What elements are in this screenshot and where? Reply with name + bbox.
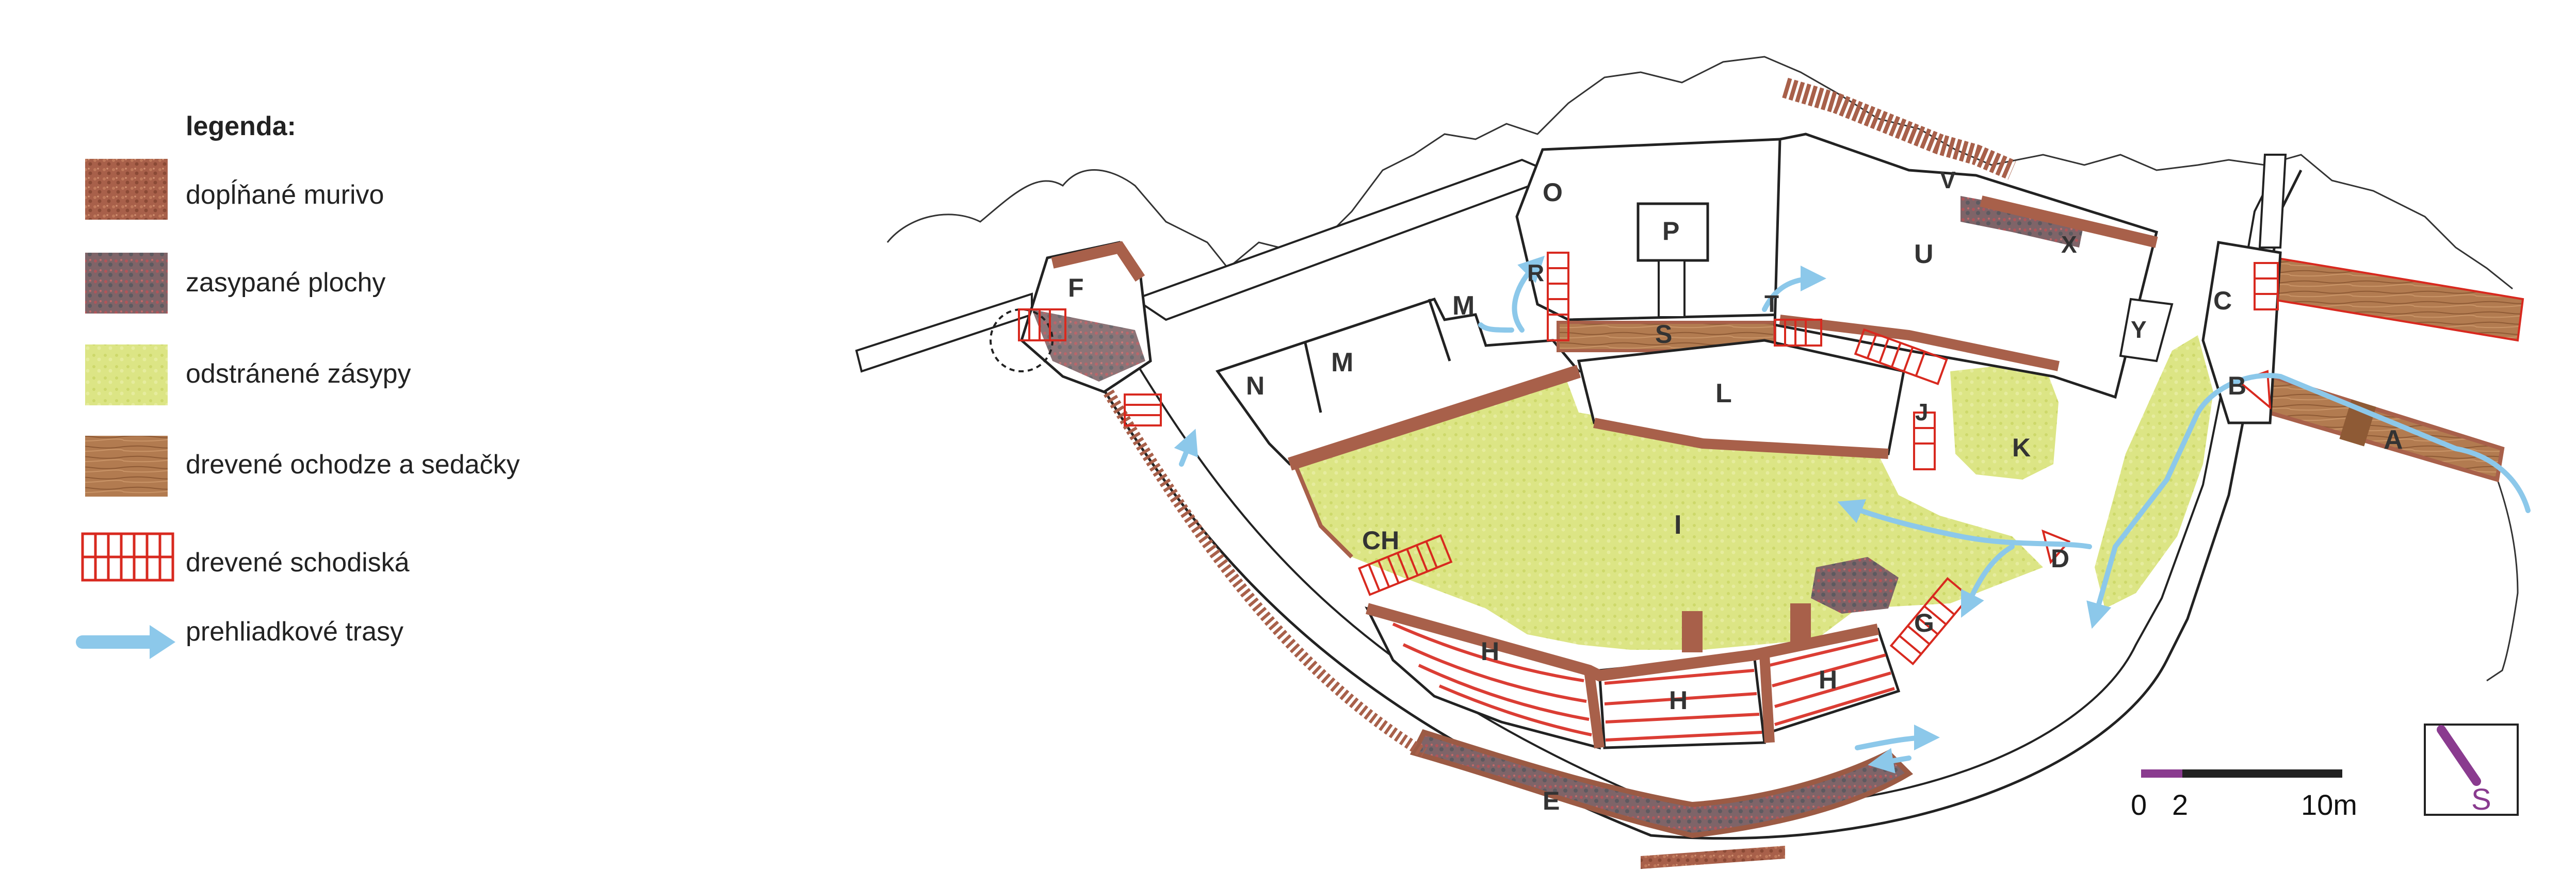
label-t: T bbox=[1764, 290, 1779, 317]
label-y: Y bbox=[2131, 316, 2147, 343]
tour-route-arrow bbox=[76, 625, 175, 659]
masonry-m-south bbox=[1288, 365, 1581, 471]
label-i: I bbox=[1674, 510, 1681, 540]
legend-item-filled: zasypané plochy bbox=[85, 253, 385, 314]
wall-m-m bbox=[1428, 299, 1451, 362]
area-e bbox=[1409, 729, 1914, 839]
building-y bbox=[2119, 298, 2174, 363]
wood-walkway-swatch bbox=[85, 436, 168, 497]
castle-plan bbox=[855, 56, 2531, 869]
legend-label: prehliadkové trasy bbox=[186, 617, 403, 647]
rock-outline bbox=[886, 56, 2513, 290]
label-v: V bbox=[1940, 167, 1956, 193]
legend-item-stairs: drevené schodiská bbox=[81, 532, 410, 582]
seating-h bbox=[1365, 603, 1901, 750]
label-ch: CH bbox=[1362, 526, 1399, 555]
label-k: K bbox=[2012, 433, 2031, 462]
outer-wall bbox=[1097, 169, 2303, 840]
area-green-east bbox=[2095, 335, 2213, 609]
passage-p bbox=[1658, 259, 1686, 318]
tower-bc-top bbox=[2258, 154, 2287, 249]
north-arrow-icon bbox=[2437, 725, 2481, 786]
label-o: O bbox=[1543, 178, 1563, 207]
label-h3: H bbox=[1819, 665, 1837, 694]
label-j: J bbox=[1915, 399, 1929, 425]
legend-label: drevené ochodze a sedačky bbox=[186, 450, 520, 480]
filled-area-swatch bbox=[85, 253, 168, 314]
tower-f bbox=[990, 241, 1162, 426]
map-labels: A B C CH D E F G H H H I J K L M M N O P… bbox=[1068, 167, 2403, 815]
building-mn bbox=[1215, 297, 1581, 466]
masonry-x bbox=[1980, 195, 2158, 248]
legend-label: drevené schodiská bbox=[186, 548, 410, 578]
north-arrow: S bbox=[2424, 724, 2519, 816]
label-f: F bbox=[1068, 273, 1084, 302]
scale-label-end: 10m bbox=[2301, 789, 2357, 821]
bridge-c bbox=[2269, 256, 2524, 342]
label-x: X bbox=[2061, 231, 2077, 258]
scale-bar-main bbox=[2182, 769, 2342, 778]
label-u: U bbox=[1914, 239, 1934, 269]
legend-item-removed-fill: odstránené zásypy bbox=[85, 344, 411, 405]
building-p bbox=[1637, 202, 1709, 262]
label-g: G bbox=[1914, 609, 1934, 637]
legend-item-masonry: dopĺňané murivo bbox=[85, 159, 384, 220]
removed-fill-swatch bbox=[85, 344, 168, 405]
label-m2: M bbox=[1452, 291, 1475, 321]
masonry-u-south bbox=[1779, 315, 2060, 371]
legend-item-route: prehliadkové trasy bbox=[76, 617, 403, 659]
label-r: R bbox=[1527, 259, 1544, 286]
masonry-l bbox=[1593, 418, 1889, 459]
label-p: P bbox=[1662, 217, 1679, 245]
masonry-i-west bbox=[1293, 463, 1353, 559]
north-letter: S bbox=[2471, 783, 2491, 816]
tour-routes bbox=[1174, 255, 2531, 774]
label-c: C bbox=[2213, 286, 2232, 315]
area-g bbox=[1811, 557, 1899, 614]
scale-label-zero: 0 bbox=[2131, 789, 2147, 821]
approach-wall bbox=[855, 292, 1033, 373]
walkway-e bbox=[1641, 846, 1785, 869]
label-b: B bbox=[2228, 371, 2246, 400]
masonry-u-top bbox=[1782, 77, 2016, 180]
legend-label: dopĺňané murivo bbox=[186, 179, 384, 210]
label-e: E bbox=[1543, 786, 1560, 815]
label-n: N bbox=[1246, 371, 1265, 400]
legend: legenda: dopĺňané murivo zasypané plochy… bbox=[76, 111, 520, 659]
legend-item-wood: drevené ochodze a sedačky bbox=[85, 436, 520, 497]
scale-bar: 0 2 10m bbox=[2131, 769, 2357, 821]
label-a: A bbox=[2384, 425, 2403, 455]
masonry-path-west bbox=[1094, 373, 1427, 758]
label-s: S bbox=[1655, 320, 1672, 349]
rock-outline bbox=[2486, 464, 2519, 682]
label-h2: H bbox=[1669, 686, 1688, 715]
legend-label: zasypané plochy bbox=[186, 268, 385, 298]
scale-label-two: 2 bbox=[2172, 789, 2188, 821]
approach-wall bbox=[1132, 158, 1561, 321]
label-m1: M bbox=[1331, 348, 1353, 377]
wooden-stairs-swatch bbox=[81, 532, 174, 582]
label-h1: H bbox=[1481, 637, 1499, 666]
legend-label: odstránené zásypy bbox=[186, 359, 411, 389]
scale-bar-accent bbox=[2141, 769, 2182, 778]
area-k bbox=[1950, 361, 2059, 480]
label-l: L bbox=[1715, 379, 1732, 408]
legend-title: legenda: bbox=[186, 111, 296, 141]
wall-m-n bbox=[1304, 342, 1322, 413]
label-d: D bbox=[2051, 544, 2069, 573]
brick-texture-swatch bbox=[85, 159, 168, 220]
